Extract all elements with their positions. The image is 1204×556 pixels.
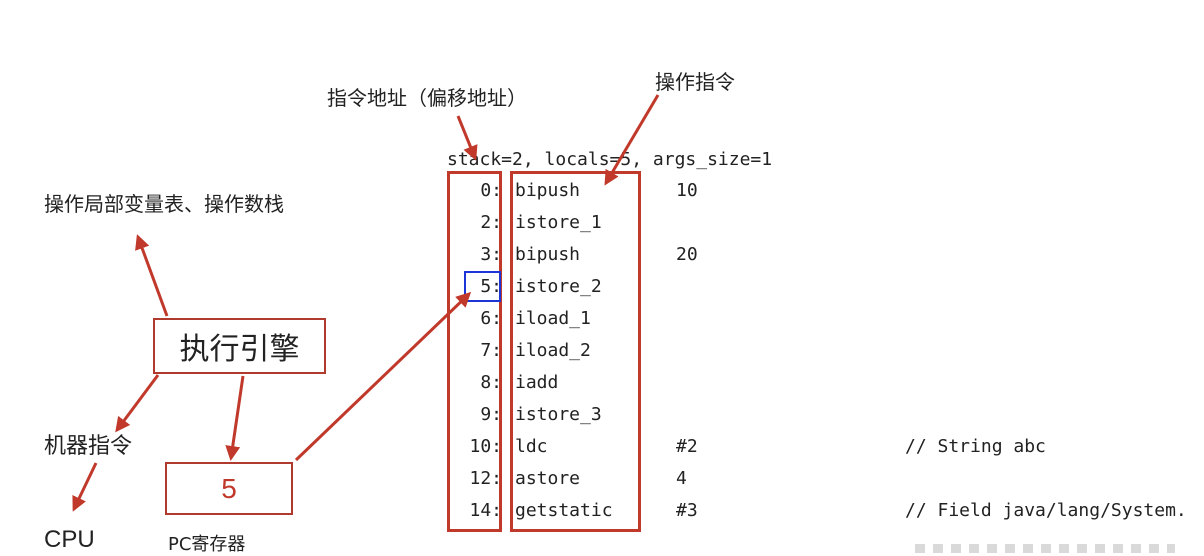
bytecode-address: 7: bbox=[480, 340, 502, 361]
locals-and-stack-label: 操作局部变量表、操作数栈 bbox=[44, 192, 284, 216]
bytecode-opcode: istore_3 bbox=[515, 404, 602, 425]
pc-register-label: PC寄存器 bbox=[168, 534, 246, 555]
bytecode-opcode: ldc bbox=[515, 436, 548, 457]
arrow-op-label-to-column bbox=[604, 94, 660, 186]
bytecode-opcode: iload_1 bbox=[515, 308, 591, 329]
bytecode-address: 0: bbox=[480, 180, 502, 201]
arrow-engine-to-locals bbox=[135, 234, 169, 317]
bytecode-row: 6: iload_1 bbox=[447, 308, 1204, 340]
cpu-label: CPU bbox=[44, 526, 95, 553]
execution-engine-box: 执行引擎 bbox=[153, 318, 326, 374]
machine-instruction-label: 机器指令 bbox=[44, 434, 133, 459]
bytecode-operand: 10 bbox=[676, 180, 698, 201]
bytecode-row: 7: iload_2 bbox=[447, 340, 1204, 372]
bytecode-opcode: getstatic bbox=[515, 500, 613, 521]
bytecode-opcode: istore_1 bbox=[515, 212, 602, 233]
opcode-column-box bbox=[510, 171, 641, 532]
bytecode-row: 5: istore_2 bbox=[447, 276, 1204, 308]
bytecode-address: 2: bbox=[480, 212, 502, 233]
arrow-engine-to-machine bbox=[115, 374, 160, 433]
pc-register-box: 5 bbox=[165, 462, 293, 515]
bytecode-row: 12: astore 4 bbox=[447, 468, 1204, 500]
bytecode-comment: // String abc bbox=[905, 436, 1046, 457]
cut-off-text-line bbox=[915, 544, 1175, 553]
bytecode-row: 2: istore_1 bbox=[447, 212, 1204, 244]
bytecode-row: 14: getstatic #3 // Field java/lang/System. bbox=[447, 500, 1204, 532]
bytecode-address: 6: bbox=[480, 308, 502, 329]
bytecode-comment: // Field java/lang/System. bbox=[905, 500, 1187, 521]
pc-register-value: 5 bbox=[221, 472, 237, 504]
bytecode-opcode: iadd bbox=[515, 372, 559, 393]
bytecode-opcode: istore_2 bbox=[515, 276, 602, 297]
bytecode-row: 9: istore_3 bbox=[447, 404, 1204, 436]
bytecode-row: 10: ldc #2 // String abc bbox=[447, 436, 1204, 468]
arrow-engine-to-pc bbox=[225, 375, 245, 461]
bytecode-address: 3: bbox=[480, 244, 502, 265]
arrow-pc-to-address bbox=[294, 291, 472, 462]
arrow-addr-label-to-column bbox=[456, 115, 478, 161]
bytecode-operand: #2 bbox=[676, 436, 698, 457]
bytecode-address: 8: bbox=[480, 372, 502, 393]
bytecode-operand: #3 bbox=[676, 500, 698, 521]
arrow-machine-to-cpu bbox=[72, 462, 98, 512]
bytecode-address: 5: bbox=[480, 276, 502, 297]
instruction-address-label: 指令地址（偏移地址） bbox=[327, 86, 527, 110]
bytecode-address: 14: bbox=[469, 500, 502, 521]
current-address-highlight bbox=[464, 271, 501, 302]
bytecode-operand: 4 bbox=[676, 468, 687, 489]
operation-instruction-label: 操作指令 bbox=[655, 70, 735, 94]
bytecode-opcode: bipush bbox=[515, 244, 581, 265]
bytecode-address: 10: bbox=[469, 436, 502, 457]
bytecode-address: 12: bbox=[469, 468, 502, 489]
bytecode-row: 8: iadd bbox=[447, 372, 1204, 404]
bytecode-operand: 20 bbox=[676, 244, 698, 265]
bytecode-opcode: iload_2 bbox=[515, 340, 591, 361]
bytecode-row: 0: bipush 10 bbox=[447, 180, 1204, 212]
address-column-box bbox=[447, 171, 502, 532]
bytecode-opcode: bipush bbox=[515, 180, 581, 201]
bytecode-row: 3: bipush 20 bbox=[447, 244, 1204, 276]
execution-engine-label: 执行引擎 bbox=[179, 332, 300, 367]
bytecode-opcode: astore bbox=[515, 468, 581, 489]
bytecode-address: 9: bbox=[480, 404, 502, 425]
